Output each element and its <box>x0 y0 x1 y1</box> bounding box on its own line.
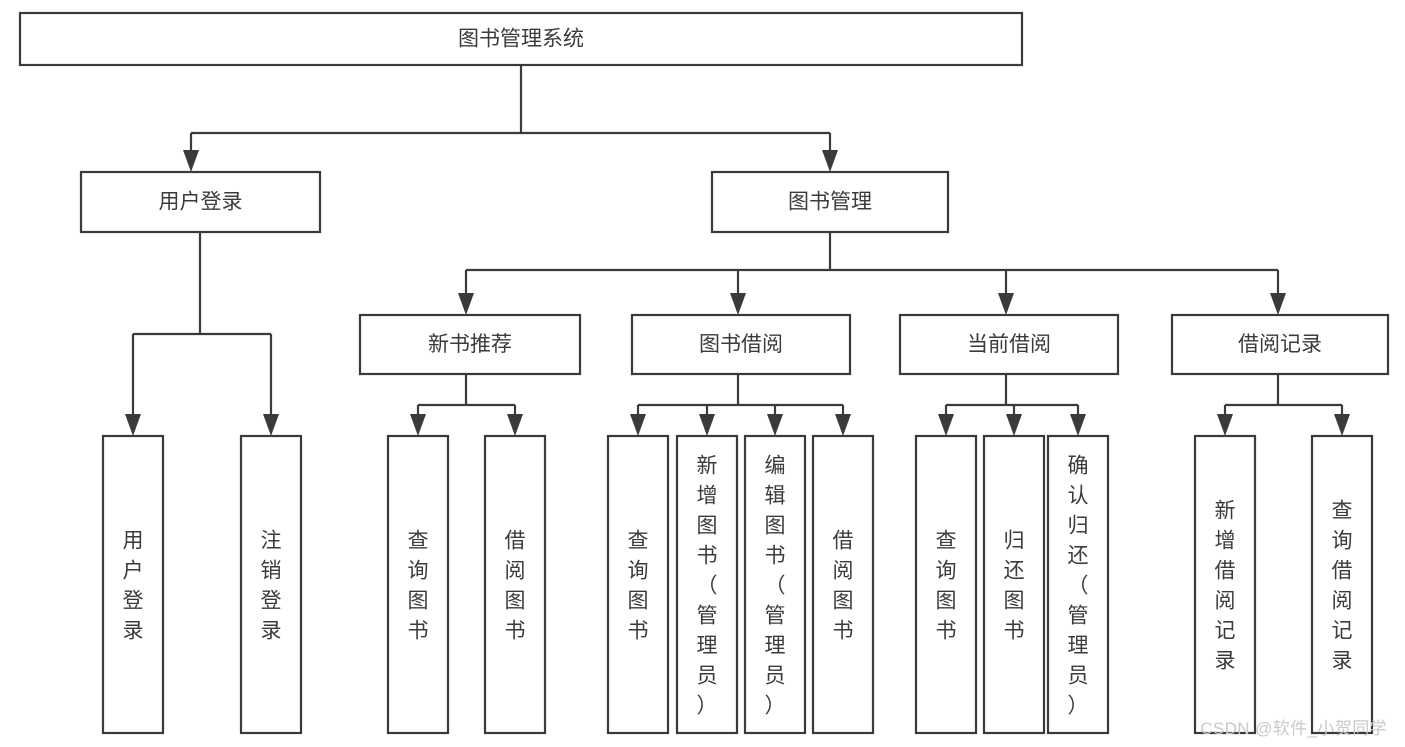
connector-group-book-management-to-level2 <box>458 232 1286 315</box>
node-borrow-record[interactable]: 借阅记录 <box>1170 313 1390 376</box>
arrow-head-icon <box>822 150 838 172</box>
arrow-head-icon <box>1217 414 1233 436</box>
node-current-borrow[interactable]: 当前借阅 <box>898 313 1120 376</box>
node-box-leaf-query-book-borrow[interactable] <box>606 434 670 735</box>
node-label-leaf-query-book-current: 查询图书 <box>936 529 957 642</box>
node-box-leaf-return-book[interactable] <box>982 434 1046 735</box>
node-label-leaf-return-book: 归还图书 <box>1004 529 1025 642</box>
node-leaf-query-borrow-record[interactable]: 查询借阅记录 <box>1310 434 1374 735</box>
arrow-head-icon <box>998 293 1014 315</box>
arrow-head-icon <box>125 414 141 436</box>
arrow-head-icon <box>1070 414 1086 436</box>
node-box-user-login[interactable] <box>79 170 322 234</box>
arrow-head-icon <box>835 414 851 436</box>
node-box-leaf-query-book-current[interactable] <box>914 434 978 735</box>
arrow-head-icon <box>730 293 746 315</box>
node-label-leaf-edit-book-admin: 编辑图书（管理员） <box>765 454 786 717</box>
node-book-management[interactable]: 图书管理 <box>710 170 950 234</box>
arrow-head-icon <box>1270 293 1286 315</box>
connector-group-borrow-record-to-leaves <box>1217 374 1350 436</box>
node-box-current-borrow[interactable] <box>898 313 1120 376</box>
node-box-leaf-logout[interactable] <box>239 434 303 735</box>
connector-group-book-borrow-to-leaves <box>630 374 851 436</box>
node-leaf-borrow-book-recommend[interactable]: 借阅图书 <box>483 434 547 735</box>
arrow-head-icon <box>183 150 199 172</box>
arrow-head-icon <box>767 414 783 436</box>
node-label-leaf-confirm-return-admin: 确认归还（管理员） <box>1068 454 1089 717</box>
node-box-book-borrow[interactable] <box>630 313 852 376</box>
arrow-head-icon <box>630 414 646 436</box>
arrow-head-icon <box>410 414 426 436</box>
arrow-head-icon <box>507 414 523 436</box>
node-box-new-book-recommend[interactable] <box>358 313 582 376</box>
node-box-leaf-borrow-book-recommend[interactable] <box>483 434 547 735</box>
node-leaf-user-login[interactable]: 用户登录 <box>101 434 165 735</box>
node-box-book-management[interactable] <box>710 170 950 234</box>
node-label-user-login: 用户登录 <box>159 191 243 214</box>
node-leaf-borrow-book[interactable]: 借阅图书 <box>811 434 875 735</box>
node-box-leaf-add-book-admin[interactable] <box>675 434 739 735</box>
arrow-head-icon <box>699 414 715 436</box>
connector-group-user-login-to-leaves <box>125 232 279 436</box>
node-layer: 图书管理系统用户登录图书管理新书推荐图书借阅当前借阅借阅记录用户登录注销登录查询… <box>18 11 1390 735</box>
connector-group-current-borrow-to-leaves <box>938 374 1086 436</box>
node-leaf-edit-book-admin[interactable]: 编辑图书（管理员） <box>743 434 807 735</box>
node-label-leaf-query-book-recommend: 查询图书 <box>408 529 429 642</box>
node-leaf-confirm-return-admin[interactable]: 确认归还（管理员） <box>1046 434 1110 735</box>
node-box-leaf-query-borrow-record[interactable] <box>1310 434 1374 735</box>
node-user-login[interactable]: 用户登录 <box>79 170 322 234</box>
node-leaf-query-book-recommend[interactable]: 查询图书 <box>386 434 450 735</box>
connector-group-new-book-recommend-to-leaves <box>410 374 523 436</box>
arrow-head-icon <box>263 414 279 436</box>
node-box-root[interactable] <box>18 11 1024 67</box>
connector-group-root-to-level1 <box>183 65 838 172</box>
node-leaf-add-book-admin[interactable]: 新增图书（管理员） <box>675 434 739 735</box>
connector-layer <box>125 65 1350 436</box>
node-label-book-management: 图书管理 <box>788 191 872 214</box>
arrow-head-icon <box>938 414 954 436</box>
node-leaf-return-book[interactable]: 归还图书 <box>982 434 1046 735</box>
node-label-borrow-record: 借阅记录 <box>1238 333 1322 356</box>
node-leaf-logout[interactable]: 注销登录 <box>239 434 303 735</box>
node-box-leaf-edit-book-admin[interactable] <box>743 434 807 735</box>
node-box-leaf-confirm-return-admin[interactable] <box>1046 434 1110 735</box>
node-leaf-add-borrow-record[interactable]: 新增借阅记录 <box>1193 434 1257 735</box>
node-label-leaf-query-borrow-record: 查询借阅记录 <box>1332 499 1353 672</box>
node-box-leaf-borrow-book[interactable] <box>811 434 875 735</box>
node-label-leaf-borrow-book-recommend: 借阅图书 <box>505 529 526 642</box>
node-book-borrow[interactable]: 图书借阅 <box>630 313 852 376</box>
node-label-leaf-add-borrow-record: 新增借阅记录 <box>1215 499 1236 672</box>
arrow-head-icon <box>1334 414 1350 436</box>
node-label-book-borrow: 图书借阅 <box>699 333 783 356</box>
node-label-root: 图书管理系统 <box>458 28 584 51</box>
node-label-leaf-query-book-borrow: 查询图书 <box>628 529 649 642</box>
node-label-leaf-borrow-book: 借阅图书 <box>833 529 854 642</box>
node-label-current-borrow: 当前借阅 <box>967 333 1051 356</box>
node-label-leaf-logout: 注销登录 <box>261 529 282 642</box>
node-box-leaf-user-login[interactable] <box>101 434 165 735</box>
arrow-head-icon <box>1006 414 1022 436</box>
node-box-leaf-add-borrow-record[interactable] <box>1193 434 1257 735</box>
node-label-leaf-add-book-admin: 新增图书（管理员） <box>697 454 718 717</box>
node-leaf-query-book-current[interactable]: 查询图书 <box>914 434 978 735</box>
node-new-book-recommend[interactable]: 新书推荐 <box>358 313 582 376</box>
node-label-leaf-user-login: 用户登录 <box>123 529 144 642</box>
node-label-new-book-recommend: 新书推荐 <box>428 333 512 356</box>
arrow-head-icon <box>458 293 474 315</box>
node-box-borrow-record[interactable] <box>1170 313 1390 376</box>
node-box-leaf-query-book-recommend[interactable] <box>386 434 450 735</box>
node-root[interactable]: 图书管理系统 <box>18 11 1024 67</box>
node-leaf-query-book-borrow[interactable]: 查询图书 <box>606 434 670 735</box>
